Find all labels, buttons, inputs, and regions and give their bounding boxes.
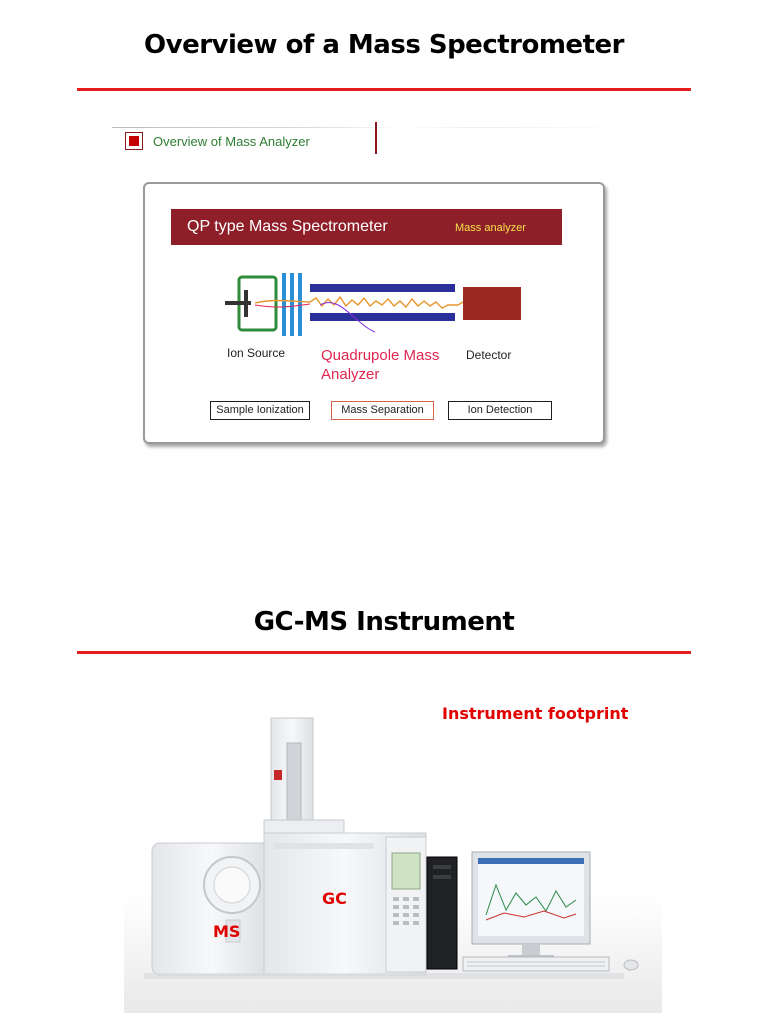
label-instrument-footprint: Instrument footprint — [442, 704, 629, 723]
ion-lens-plate — [290, 273, 294, 336]
detector-block — [463, 287, 521, 320]
gcms-instrument-photo: Instrument footprint MS GC — [124, 704, 662, 1013]
title-divider — [77, 88, 691, 91]
bullet-square-icon — [125, 132, 143, 150]
label-ms: MS — [213, 922, 241, 941]
ion-trajectory — [309, 295, 464, 309]
quadrupole-rod-bottom — [310, 313, 455, 321]
stage-mass-separation: Mass Separation — [331, 401, 434, 420]
slide-title-gcms: GC-MS Instrument — [253, 607, 515, 637]
title-divider — [77, 651, 691, 654]
figure-banner: QP type Mass Spectrometer Mass analyzer — [171, 209, 562, 245]
label-quadrupole-line2: Analyzer — [321, 366, 380, 383]
figure-header-strip: Overview of Mass Analyzer — [112, 122, 632, 160]
quadrupole-rod-top — [310, 284, 455, 292]
gcms-instrument-illustration — [124, 715, 662, 1013]
strip-vertical-mark — [375, 122, 377, 154]
banner-title: QP type Mass Spectrometer — [187, 218, 388, 235]
banner-subtitle: Mass analyzer — [455, 222, 526, 234]
figure-header-label: Overview of Mass Analyzer — [153, 134, 310, 149]
spectrometer-schematic — [225, 273, 521, 336]
label-gc: GC — [322, 889, 347, 908]
rejected-ion-path — [319, 302, 376, 333]
label-detector: Detector — [466, 348, 512, 362]
ion-lens-plate — [298, 273, 302, 336]
label-ion-source: Ion Source — [227, 346, 286, 360]
strip-divider — [112, 127, 632, 128]
slide-title-overview: Overview of a Mass Spectrometer — [144, 30, 624, 60]
mass-spectrometer-figure: QP type Mass Spectrometer Mass analyzer … — [143, 182, 605, 444]
stage-sample-ionization: Sample Ionization — [210, 401, 310, 420]
label-quadrupole-line1: Quadrupole Mass — [321, 347, 440, 364]
ion-lens-plate — [282, 273, 286, 336]
stage-ion-detection: Ion Detection — [448, 401, 552, 420]
